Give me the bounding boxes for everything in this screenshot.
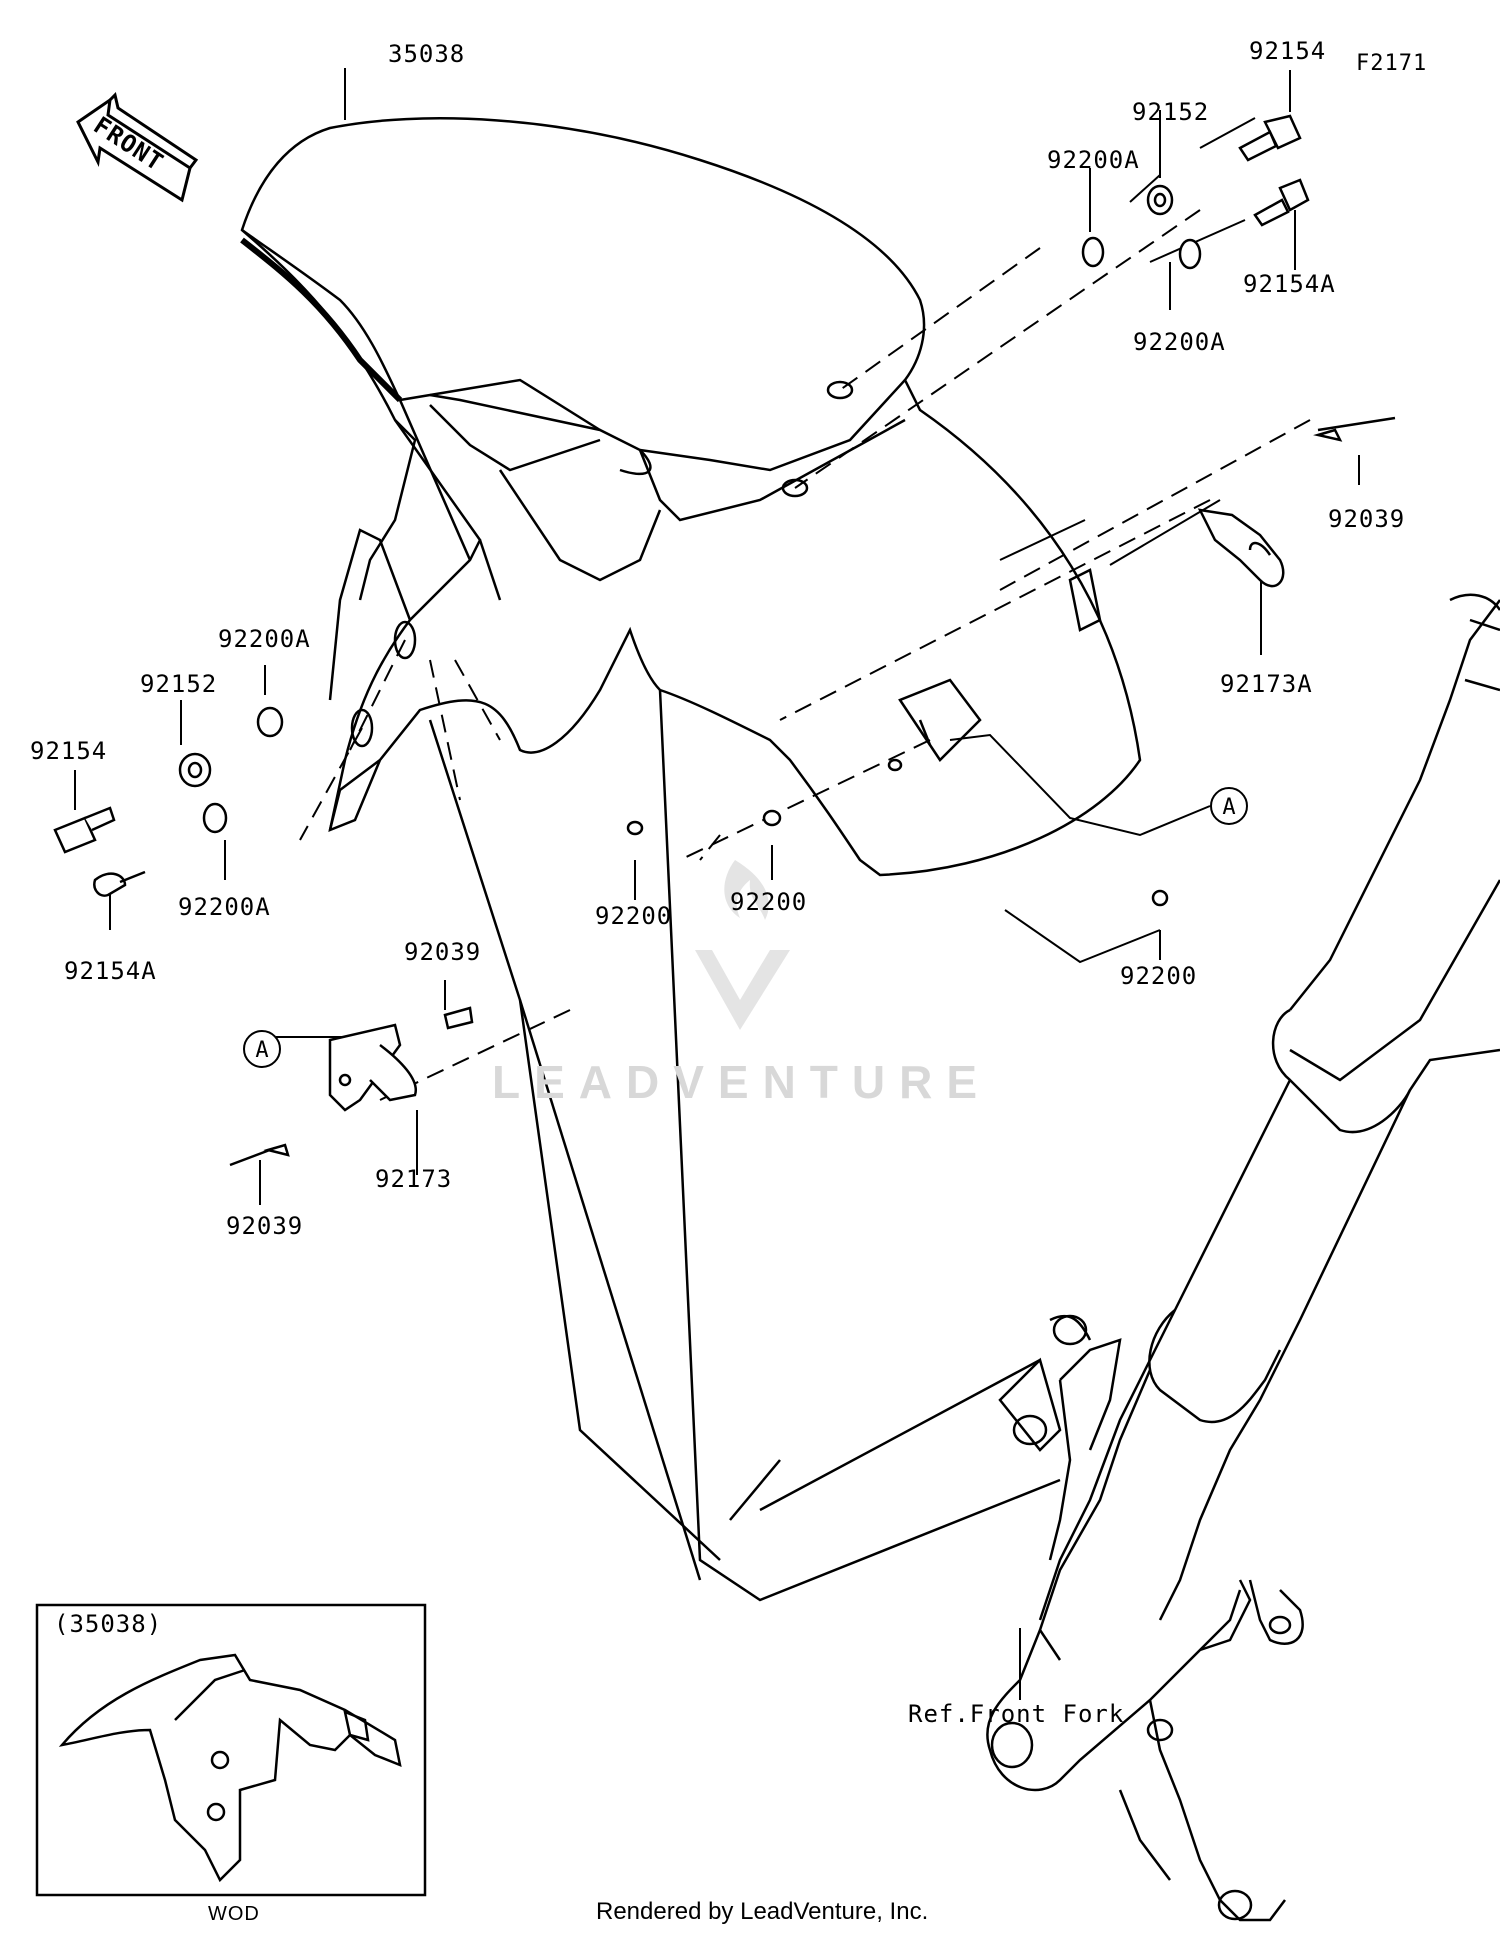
- hardware-left: [53, 706, 474, 1167]
- footer-credit: Rendered by LeadVenture, Inc.: [596, 1898, 929, 1925]
- label-clamp-right: 92173A: [1220, 670, 1313, 698]
- label-grommet-b: 92200: [730, 888, 808, 916]
- label-rivet-left-top: 92039: [404, 938, 482, 966]
- watermark-logo: [695, 860, 790, 1030]
- front-fender: [240, 117, 1142, 1602]
- label-oring-left-a: 92200A: [218, 625, 311, 653]
- hardware-top-right: [1081, 114, 1396, 588]
- label-clamp-left: 92173: [375, 1165, 453, 1193]
- inset-caption: WOD: [208, 1903, 260, 1925]
- label-washer-left: 92152: [140, 670, 218, 698]
- label-washer-top: 92152: [1132, 98, 1210, 126]
- leader-lines: [74, 68, 1360, 1700]
- watermark: LEADVENTURE: [492, 1056, 992, 1108]
- label-bolt-top-a: 92154A: [1243, 270, 1336, 298]
- label-grommet-c: 92200: [1120, 962, 1198, 990]
- front-fork: [986, 593, 1500, 1922]
- front-arrow-icon: [76, 92, 199, 203]
- grommets: [626, 809, 1169, 907]
- label-grommet-a: 92200: [595, 902, 673, 930]
- label-oring-left-b: 92200A: [178, 893, 271, 921]
- label-bolt-top: 92154: [1249, 37, 1327, 65]
- dashed-lines: [299, 209, 1311, 1101]
- label-fender: 35038: [388, 40, 466, 68]
- fender-edge-shadow: [240, 237, 403, 403]
- fork-reference-label: Ref.Front Fork: [908, 1700, 1125, 1728]
- label-bolt-left-a: 92154A: [64, 957, 157, 985]
- label-rivet-left-bottom: 92039: [226, 1212, 304, 1240]
- diagram-code: F2171: [1356, 51, 1428, 76]
- label-bolt-left: 92154: [30, 737, 108, 765]
- inset-box: [35, 1603, 427, 1897]
- ref-circle-a-right: A: [1210, 787, 1248, 825]
- inset-title: (35038): [54, 1610, 163, 1638]
- label-rivet-right: 92039: [1328, 505, 1406, 533]
- ref-circle-a-left: A: [243, 1030, 281, 1068]
- label-oring-top-a: 92200A: [1047, 146, 1140, 174]
- label-oring-top-b: 92200A: [1133, 328, 1226, 356]
